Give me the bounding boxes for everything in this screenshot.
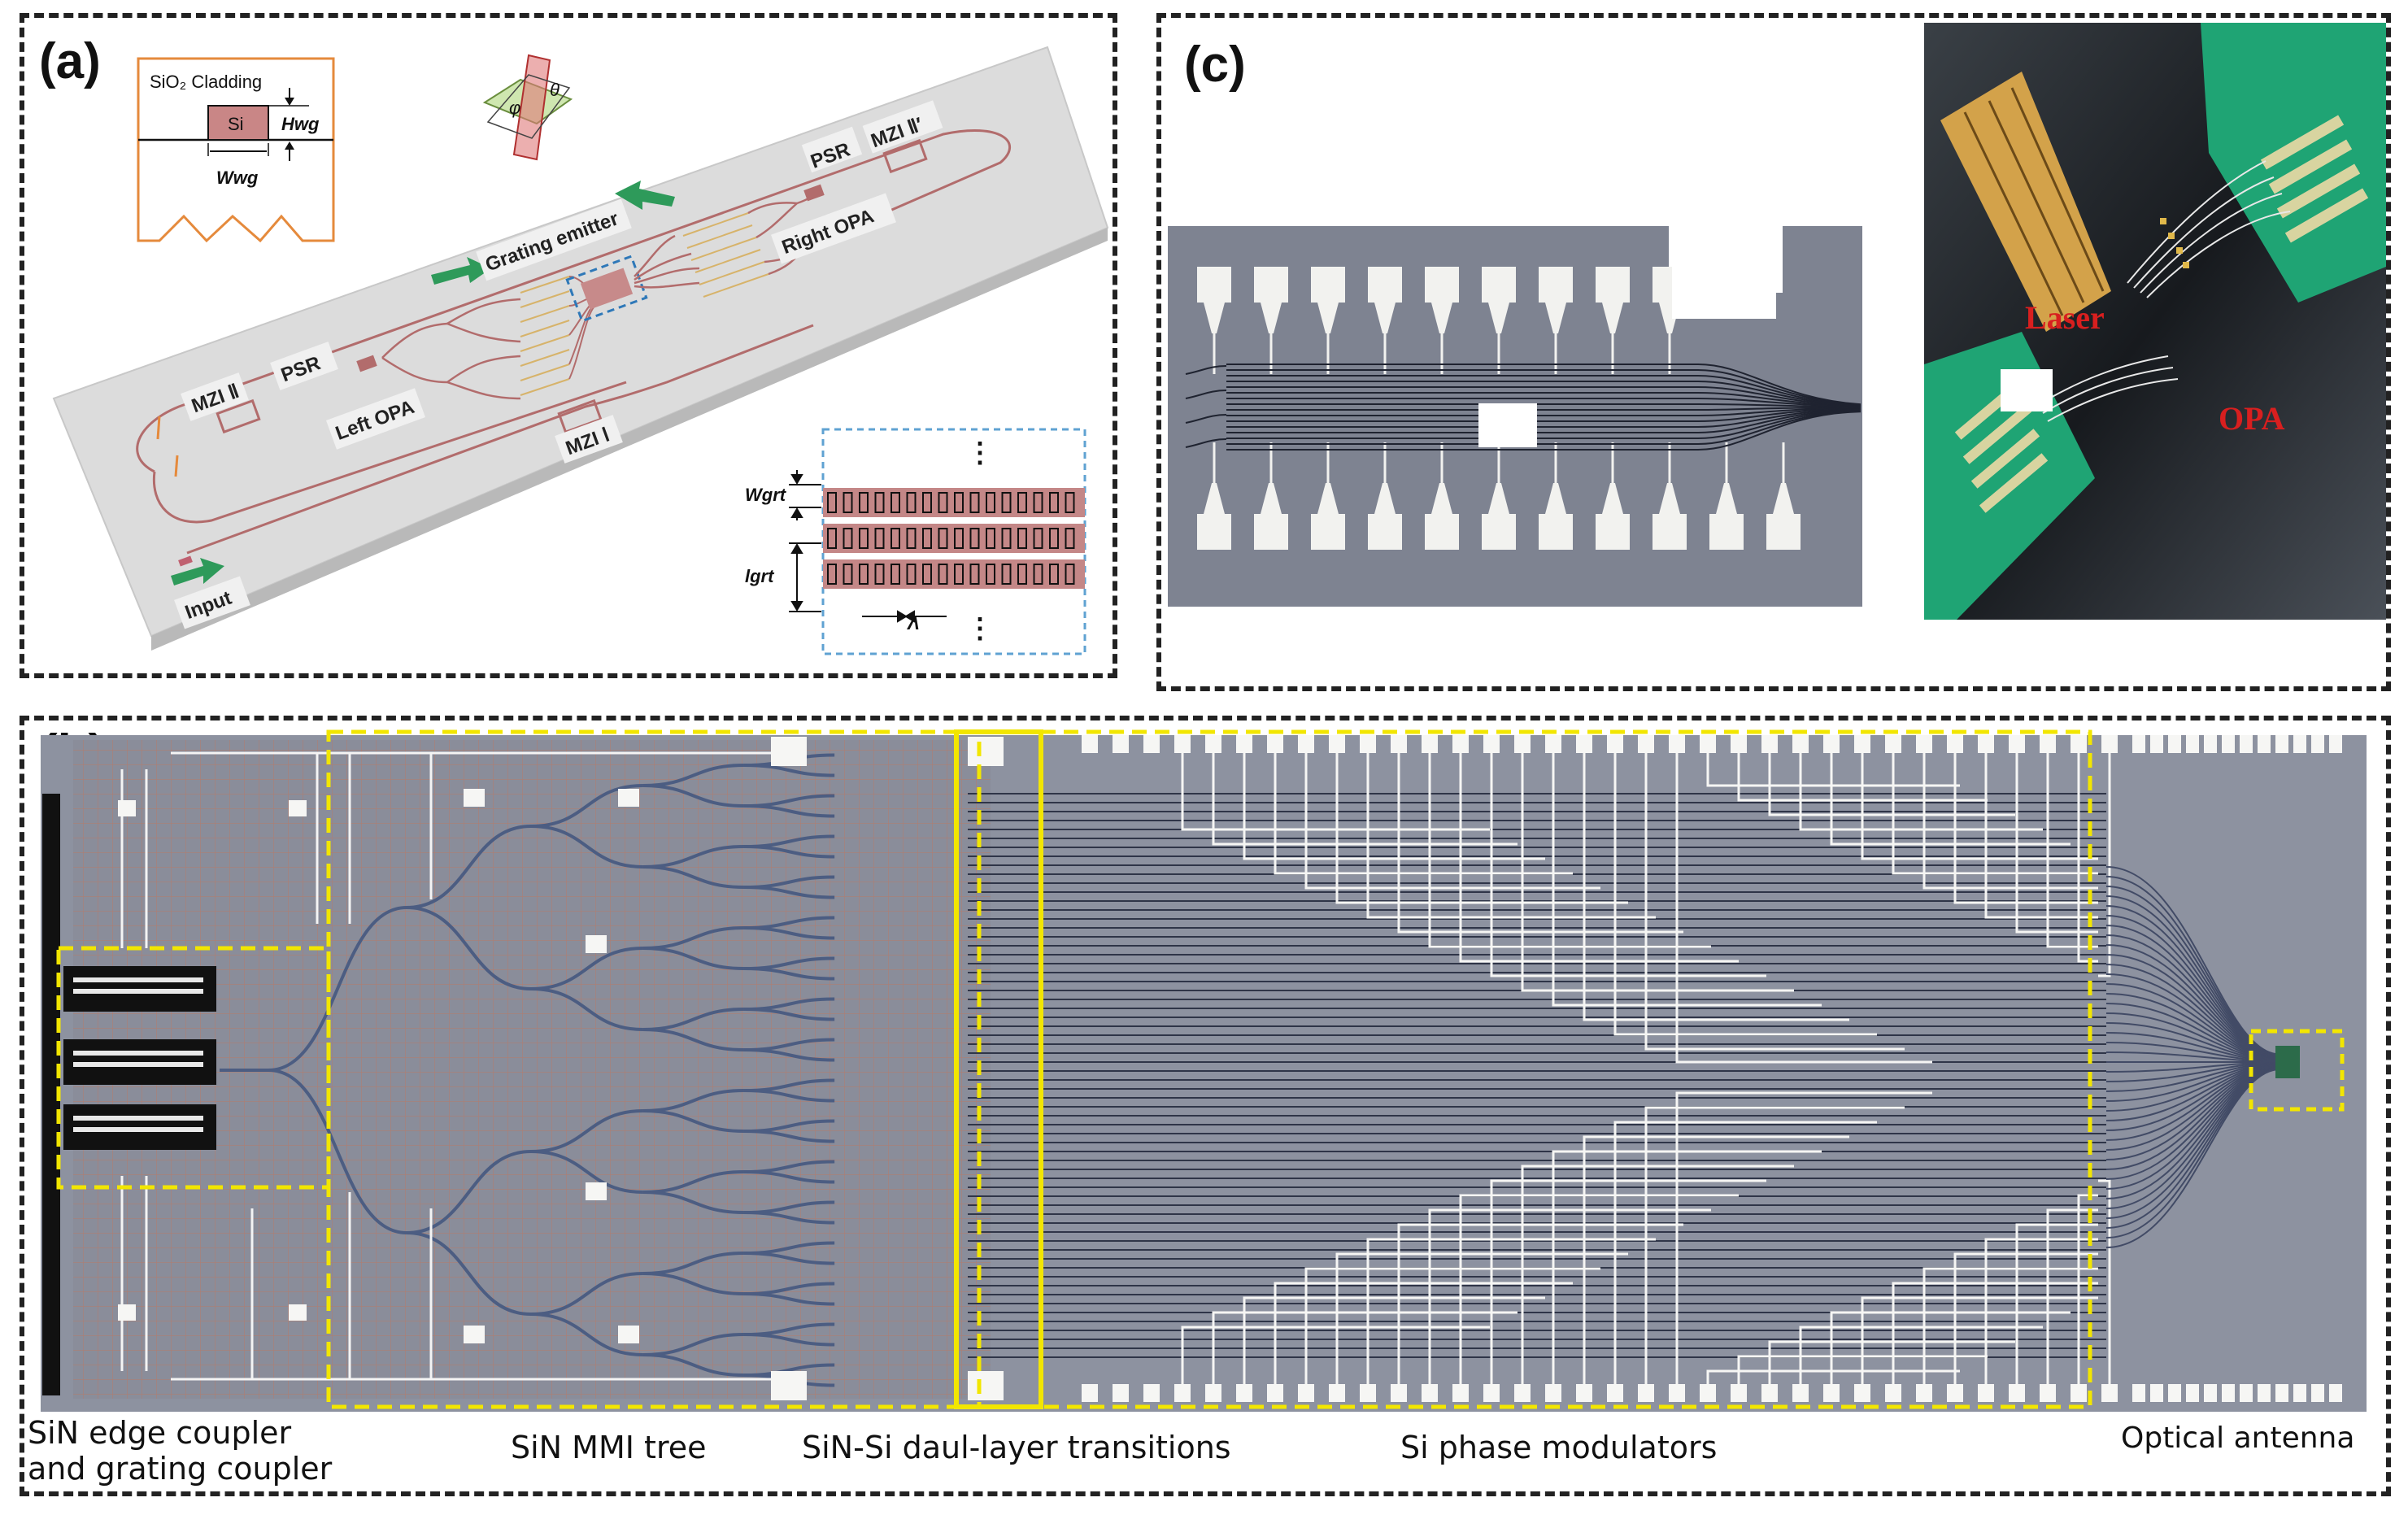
edge-marker-1 (156, 416, 161, 440)
pcb-top-right (2201, 23, 2386, 303)
panel-a-label: (a) (39, 33, 101, 89)
chip-waveguide-bundle (1226, 364, 1862, 451)
caption-edge-coupler-line2: and grating coupler (28, 1451, 333, 1487)
edge-marker-2 (174, 455, 179, 477)
grating-row-3 (823, 559, 1085, 589)
caption-transitions: SiN-Si daul-layer transitions (802, 1430, 1231, 1465)
mzi-bottom-device (557, 398, 603, 434)
phase-modulator-electrodes-top (1181, 753, 2111, 1064)
right-grating-lines (682, 212, 769, 298)
optical-antenna-emitter (2275, 1046, 2300, 1078)
green-arrow-input (171, 558, 224, 586)
mmi-pads (118, 737, 1004, 1400)
caption-edge-coupler-line1: SiN edge coupler (28, 1415, 292, 1451)
laser-chip (1940, 72, 2111, 332)
chip-label-tags (174, 100, 943, 629)
chip-blank-patch-corner (1672, 244, 1776, 319)
inset-core-label: Si (228, 114, 244, 134)
angle-planes-icon (482, 54, 573, 161)
panel-c-label: (c) (1184, 37, 1246, 93)
edge-coupler-slots (63, 966, 216, 1150)
chip-pads-bottom (1197, 442, 1801, 550)
panel-c (1156, 13, 2391, 691)
highlight-phase-modulators (1039, 729, 2092, 1409)
panel-a-schematic: PSR MZI Ⅱ′ Grating emitter Right OPA MZI… (52, 46, 1109, 655)
panel-a (20, 13, 1117, 678)
grating-row-1 (823, 488, 1085, 517)
chip-blank-patch-center (1478, 403, 1537, 447)
outer-waveguide-loop (136, 129, 1011, 524)
green-arrow-left (431, 257, 491, 285)
optical-antenna-fan (2105, 866, 2276, 1248)
left-grating-lines (520, 276, 570, 396)
edge-coupler-black-bar (42, 794, 60, 1395)
angle-phi-label: φ (509, 98, 520, 118)
highlight-edge-coupler (56, 946, 331, 1190)
caption-phase-modulators: Si phase modulators (1400, 1430, 1718, 1465)
left-opa-tree (381, 298, 521, 400)
grating-dots-top: ⋮ (966, 438, 994, 468)
grating-row-2 (823, 524, 1085, 553)
panel-b (20, 716, 2391, 1496)
panel-c-chip-photo (1168, 226, 1862, 607)
inset-width-label: Wwg (216, 168, 259, 188)
chip-pads-top (1197, 267, 1687, 374)
angle-theta-label: θ (550, 80, 560, 100)
photo-label-laser: Laser (2025, 299, 2105, 336)
phase-modulator-electrodes-bottom (1181, 1091, 2111, 1384)
panel-c-package-photo: Laser OPA (1924, 23, 2386, 620)
pcb-pads-top-right (2260, 115, 2369, 243)
input-arrow-tip (178, 555, 193, 567)
mmi-splitter-tree (220, 753, 835, 1387)
inset-cross-section (137, 57, 335, 243)
chip-input-splitters (1185, 365, 1227, 448)
package-blank-patch (2001, 369, 2053, 411)
inset-height-label: Hwg (281, 114, 320, 134)
chip-slab-side (151, 228, 1108, 651)
highlight-antenna (2249, 1029, 2345, 1112)
highlight-mmi-tree (326, 729, 982, 1409)
right-opa-tree (634, 234, 700, 289)
grating-width-label: Wgrt (745, 485, 787, 505)
green-arrow-right (615, 181, 675, 210)
bottom-waveguide (186, 324, 814, 555)
caption-mmi-tree: SiN MMI tree (511, 1430, 707, 1465)
grating-emitter-block (580, 268, 634, 310)
phase-modulator-pads-top (1082, 735, 2342, 753)
grating-dots-bottom: ⋮ (966, 613, 994, 644)
mzi-right-device (882, 138, 928, 174)
inset-cladding-label: SiO₂ Cladding (150, 72, 262, 92)
caption-optical-antenna: Optical antenna (2121, 1421, 2355, 1455)
psr-left-device (356, 355, 377, 372)
opa-chip-edge (2160, 218, 2189, 268)
laser-stripes (1963, 87, 2105, 316)
grating-gap-label: lgrt (745, 566, 775, 586)
panel-b-chip-micrograph (41, 729, 2367, 1412)
photo-label-opa: OPA (2219, 400, 2285, 437)
phase-modulator-pads-bottom (1082, 1384, 2342, 1402)
grating-dimension-arrows (789, 470, 947, 623)
mzi-left-device (216, 398, 261, 434)
